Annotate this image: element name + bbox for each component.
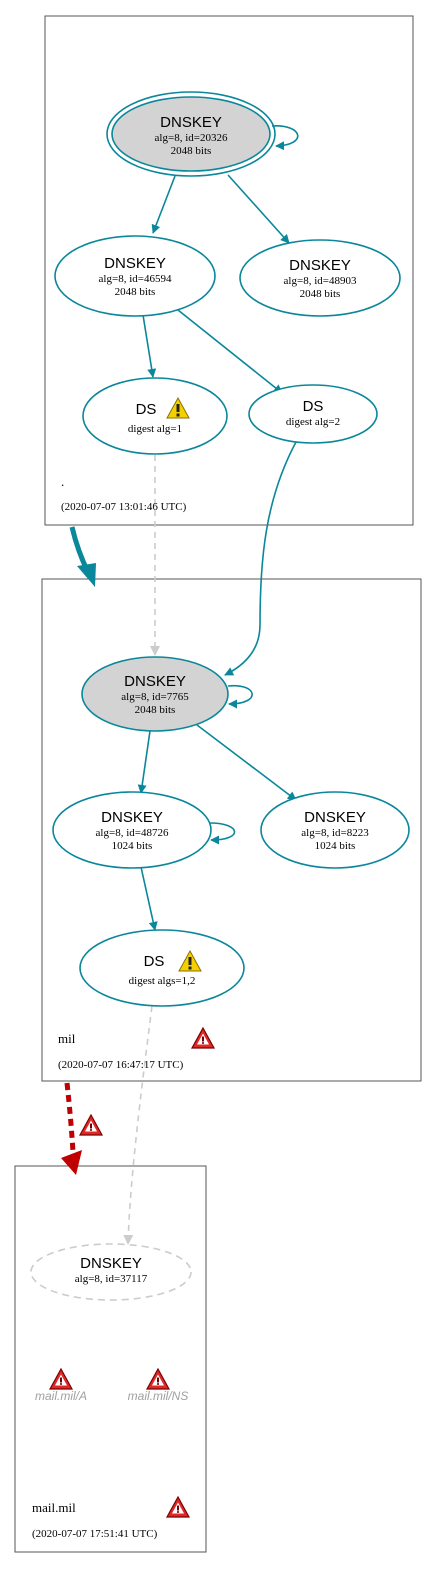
mil-zone-name: mil: [58, 1031, 76, 1046]
root-ksk-title: DNSKEY: [160, 114, 222, 131]
zone-box-mailmil: [14, 1165, 207, 1553]
root-zsk2-bits: 2048 bits: [300, 288, 341, 300]
root-zone-name: .: [61, 474, 64, 489]
mil-ds-title: DS: [144, 953, 165, 970]
zone-box-mil: [41, 578, 422, 1082]
mil-ksk-node[interactable]: DNSKEY alg=8, id=7765 2048 bits: [81, 656, 229, 732]
root-zsk1-node[interactable]: DNSKEY alg=8, id=46594 2048 bits: [54, 235, 216, 317]
edge-mil-zsk1-ds: [140, 866, 158, 931]
root-zsk2-title: DNSKEY: [289, 257, 351, 274]
mailmil-key-title: DNSKEY: [80, 1255, 142, 1272]
mil-zsk2-node[interactable]: DNSKEY alg=8, id=8223 1024 bits: [260, 791, 410, 869]
delegation-mil-mailmil-arrowhead: [61, 1150, 82, 1175]
root-zsk2-node[interactable]: DNSKEY alg=8, id=48903 2048 bits: [239, 239, 401, 317]
root-ds1-digest: digest alg=1: [128, 423, 182, 435]
mil-ds-node[interactable]: DS digest algs=1,2: [79, 929, 245, 1007]
root-zsk1-alg: alg=8, id=46594: [99, 273, 172, 285]
mil-ds-digest: digest algs=1,2: [129, 975, 196, 987]
error-icon: [79, 1114, 103, 1136]
edge-root-zsk1-ds1: [142, 314, 157, 378]
mil-ksk-alg: alg=8, id=7765: [121, 691, 189, 703]
mailmil-zone-name: mail.mil: [32, 1500, 76, 1515]
mailmil-rr-a[interactable]: mail.mil/A: [35, 1368, 87, 1403]
mailmil-rr-a-label: mail.mil/A: [35, 1389, 87, 1403]
mil-ksk-title: DNSKEY: [124, 673, 186, 690]
error-icon: [49, 1368, 73, 1390]
edge-root-ksk-zsk1: [151, 175, 176, 234]
root-zsk1-title: DNSKEY: [104, 255, 166, 272]
error-icon: [191, 1027, 215, 1049]
root-ds2-title: DS: [303, 398, 324, 415]
root-zone-timestamp: (2020-07-07 13:01:46 UTC): [61, 501, 187, 513]
edge-root-ksk-zsk2: [227, 174, 290, 244]
edge-root-ksk-self: [271, 125, 299, 151]
edge-mil-ds-mailmil-key: [123, 1005, 153, 1245]
mailmil-rr-ns[interactable]: mail.mil/NS: [128, 1368, 189, 1403]
error-icon: [146, 1368, 170, 1390]
root-ds1-title: DS: [136, 401, 157, 418]
root-ds1-node[interactable]: DS digest alg=1: [82, 377, 228, 455]
zone-box-root: [44, 15, 414, 526]
root-ksk-alg: alg=8, id=20326: [155, 132, 228, 144]
mil-zsk2-bits: 1024 bits: [315, 840, 356, 852]
mil-zone-timestamp: (2020-07-07 16:47:17 UTC): [58, 1059, 184, 1071]
mil-ksk-bits: 2048 bits: [135, 704, 176, 716]
mil-zsk1-title: DNSKEY: [101, 809, 163, 826]
root-zsk1-bits: 2048 bits: [115, 286, 156, 298]
edge-root-zsk1-ds2: [177, 309, 283, 394]
mil-zsk1-bits: 1024 bits: [112, 840, 153, 852]
mil-zsk2-alg: alg=8, id=8223: [301, 827, 369, 839]
edge-mil-ksk-zsk1: [137, 730, 151, 794]
delegation-mil-mailmil: [64, 1082, 76, 1153]
edges: [61, 125, 299, 1245]
mailmil-rr-ns-label: mail.mil/NS: [128, 1389, 189, 1403]
root-ksk-node[interactable]: DNSKEY alg=8, id=20326 2048 bits: [106, 91, 276, 177]
mailmil-zone-timestamp: (2020-07-07 17:51:41 UTC): [32, 1528, 158, 1540]
mailmil-key-alg: alg=8, id=37117: [75, 1273, 148, 1285]
mil-zsk1-node[interactable]: DNSKEY alg=8, id=48726 1024 bits: [52, 791, 212, 869]
edge-mil-zsk1-self: [209, 822, 236, 845]
root-zsk2-alg: alg=8, id=48903: [284, 275, 357, 287]
root-ds2-digest: digest alg=2: [286, 416, 340, 428]
root-ksk-bits: 2048 bits: [171, 145, 212, 157]
delegation-root-mil-arrowhead: [77, 563, 96, 587]
edge-mil-ksk-self: [227, 684, 253, 709]
mil-zsk2-title: DNSKEY: [304, 809, 366, 826]
error-icon: [166, 1496, 190, 1518]
edge-mil-ksk-zsk2: [196, 724, 297, 801]
edge-root-ds2-mil-ksk: [224, 441, 297, 676]
mailmil-key-node[interactable]: DNSKEY alg=8, id=37117: [30, 1243, 192, 1301]
root-ds2-node[interactable]: DS digest alg=2: [248, 384, 378, 444]
mil-zsk1-alg: alg=8, id=48726: [96, 827, 169, 839]
